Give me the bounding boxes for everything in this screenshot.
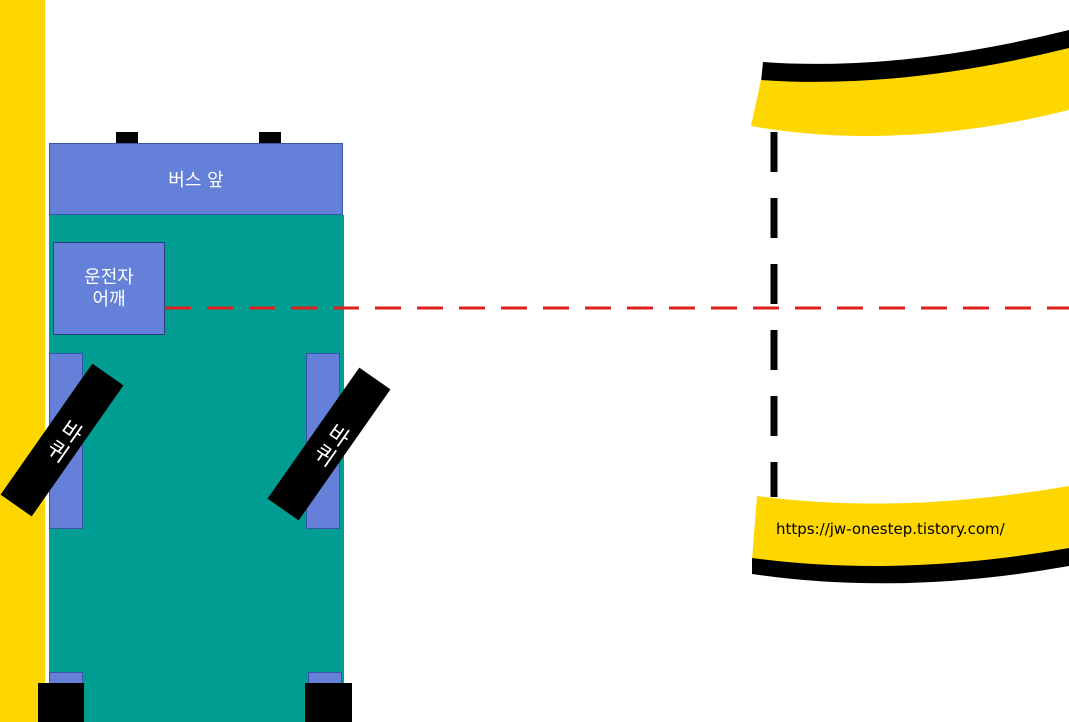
curve-top-black bbox=[761, 30, 1069, 84]
bus-front-panel: 버스 앞 bbox=[49, 143, 343, 215]
rear-wheel-left bbox=[38, 683, 84, 722]
curve-bottom-yellow bbox=[752, 486, 1069, 568]
driver-shoulder-box: 운전자 어깨 bbox=[53, 242, 165, 335]
curve-bottom-black bbox=[752, 548, 1069, 584]
curve-top-yellow bbox=[751, 48, 1069, 136]
driver-label-line1: 운전자 bbox=[84, 266, 134, 288]
rear-wheel-right bbox=[305, 683, 352, 722]
driver-label-line2: 어깨 bbox=[92, 288, 126, 310]
curb-stripe bbox=[0, 0, 45, 722]
watermark-url: https://jw-onestep.tistory.com/ bbox=[776, 520, 1005, 538]
bus-front-label: 버스 앞 bbox=[168, 170, 224, 191]
